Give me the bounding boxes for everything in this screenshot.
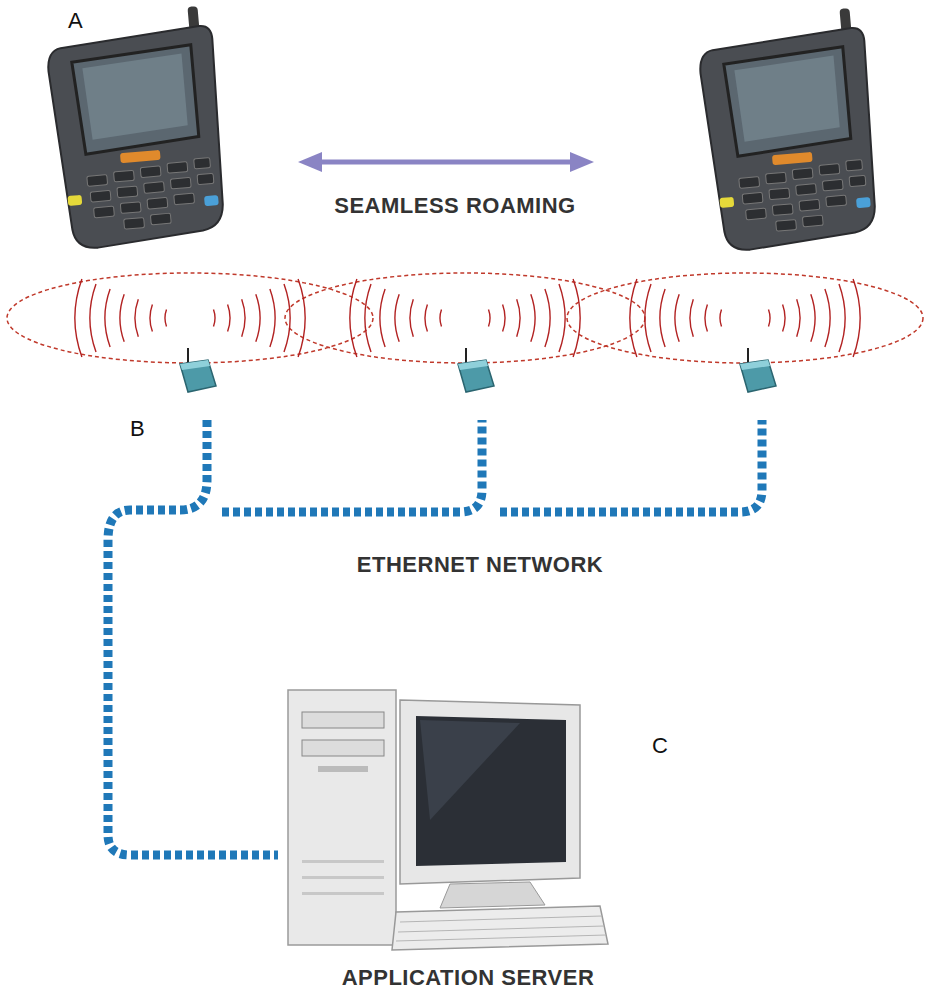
part-letter: A — [68, 8, 83, 34]
caption-text: SEAMLESS ROAMING — [334, 193, 575, 219]
part-letter: C — [652, 733, 668, 759]
part-letter: B — [130, 416, 145, 442]
server-computer — [288, 690, 608, 950]
caption-text: ETHERNET NETWORK — [357, 552, 603, 578]
roaming-arrow — [298, 152, 594, 172]
ethernet-cable — [108, 420, 762, 855]
caption-text: APPLICATION SERVER — [342, 965, 595, 991]
